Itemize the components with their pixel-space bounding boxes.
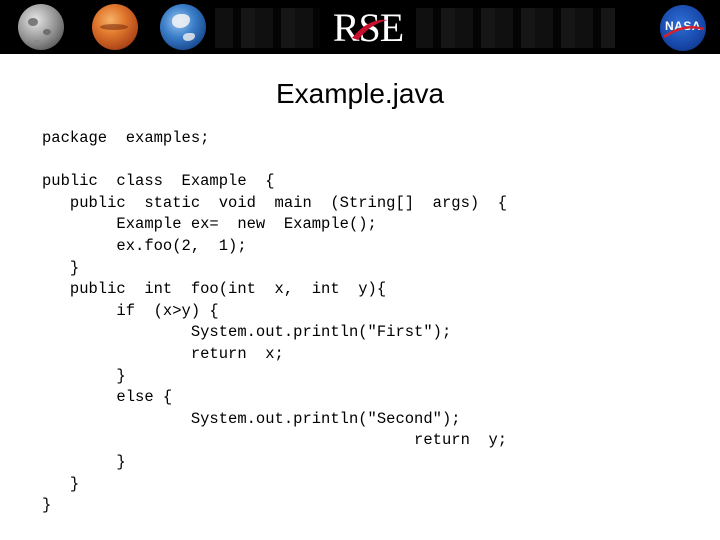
code-line: } [42,474,80,493]
code-line: package examples; [42,129,210,147]
code-line: System.out.println("Second"); [42,409,461,428]
code-line: return y; [42,431,508,450]
nasa-swoosh-icon [664,26,704,39]
code-line: return x; [42,344,284,363]
header-banner: RSE NASA [0,0,720,54]
code-line: } [42,366,126,385]
mars-icon [92,4,138,50]
code-line: public int foo(int x, int y){ [42,280,387,299]
code-line: Example ex= new Example(); [42,215,377,234]
rse-logo: RSE [320,4,416,52]
code-line: public static void main (String[] args) … [42,193,508,212]
moon-icon [18,4,64,50]
code-line: if (x>y) { [42,301,219,320]
code-line: } [42,452,126,471]
code-line: ex.foo(2, 1); [42,236,247,255]
code-line: else { [42,388,173,407]
code-line: } [42,496,52,515]
logo-swoosh-icon [352,19,388,40]
nasa-logo: NASA [660,5,706,51]
code-line: } [42,258,80,277]
code-line: System.out.println("First"); [42,323,452,342]
slide-title: Example.java [275,78,445,109]
code-block: package examples;public class Example { … [42,128,507,517]
nasa-logo-text: NASA [664,19,701,33]
code-line: public class Example { [42,172,275,191]
earth-icon [160,4,206,50]
code-line [42,150,507,172]
